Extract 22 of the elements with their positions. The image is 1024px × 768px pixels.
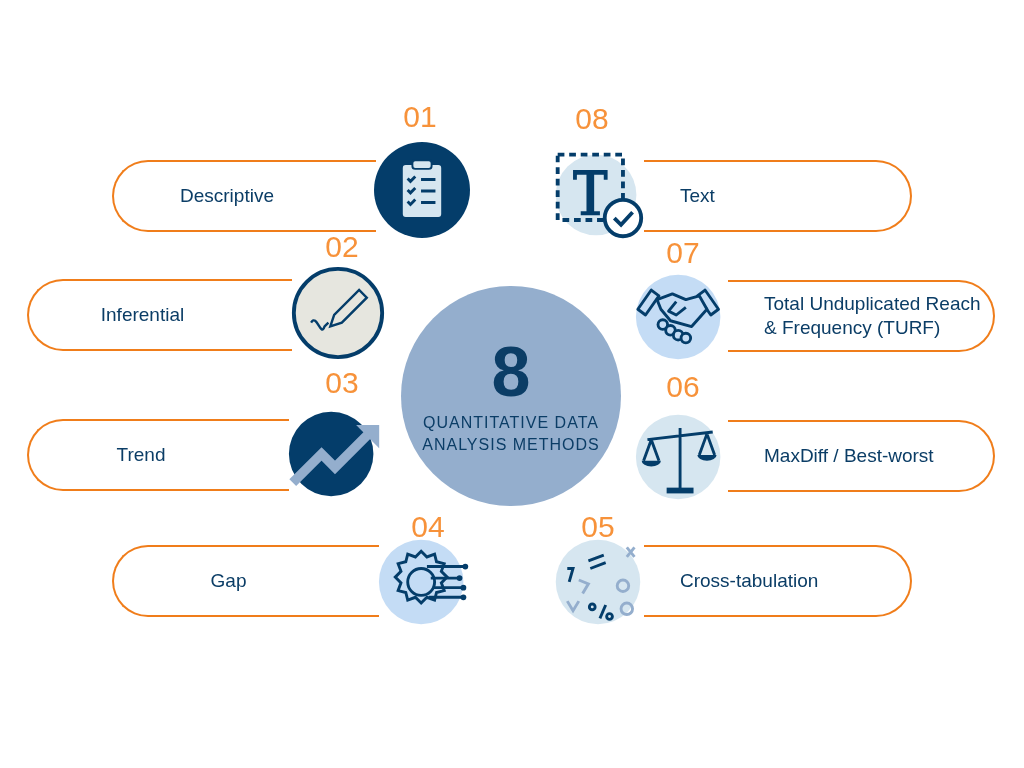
method-label: MaxDiff / Best-worst: [764, 444, 934, 468]
step-number: 03: [325, 368, 359, 398]
method-label: Gap: [210, 569, 247, 593]
method-label: Text: [680, 184, 715, 208]
step-number: 02: [325, 232, 359, 262]
step-number: 04: [411, 512, 445, 542]
method-label: Cross-tabulation: [680, 569, 819, 593]
circle-title: QUANTITATIVE DATA ANALYSIS METHODS: [421, 413, 601, 455]
method-label: Total Unduplicated Reach & Frequency (TURF): [764, 292, 982, 340]
method-pill: [112, 545, 379, 617]
step-number: 08: [575, 104, 609, 134]
method-label: Trend: [116, 443, 166, 467]
step-number: 01: [403, 102, 437, 132]
step-number: 06: [666, 372, 700, 402]
method-pill: [27, 419, 289, 491]
step-number: 07: [666, 238, 700, 268]
step-number: 05: [581, 512, 615, 542]
method-pill: [27, 279, 292, 351]
method-pill: [112, 160, 376, 232]
method-label: Descriptive: [180, 184, 274, 208]
big-number: 8: [491, 336, 531, 408]
method-label: Inferential: [100, 303, 185, 327]
